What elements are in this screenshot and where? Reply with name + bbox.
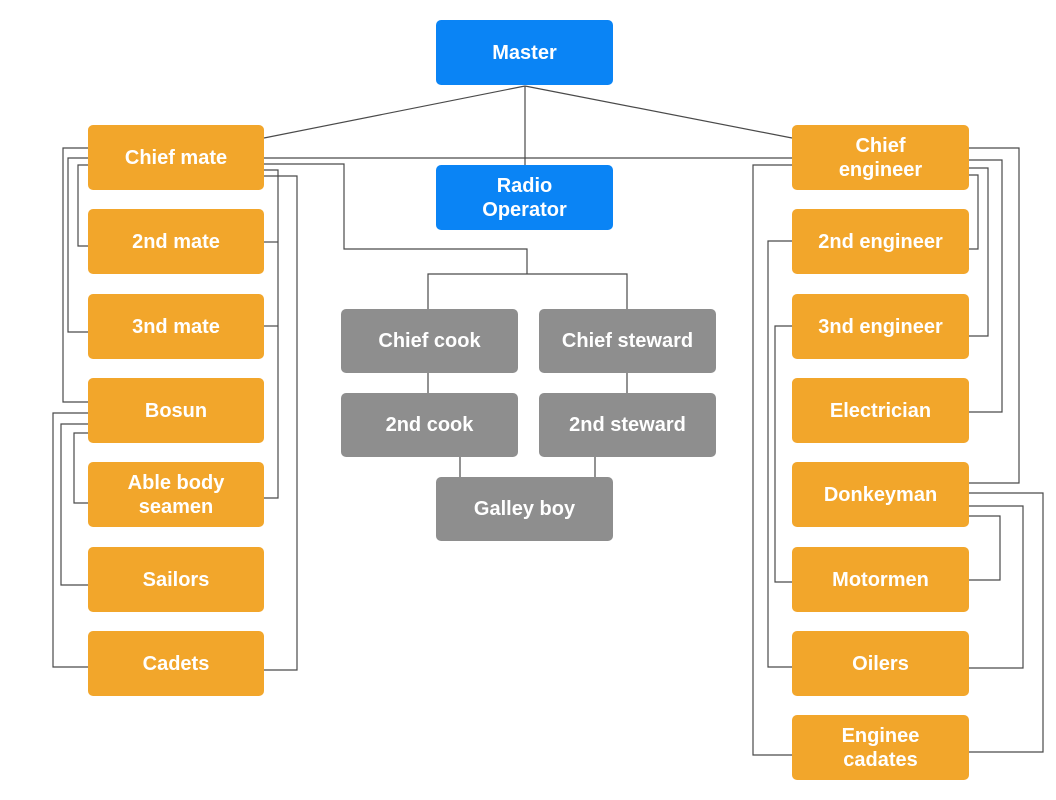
node-master: Master bbox=[436, 20, 613, 85]
node-3nd-engineer: 3nd engineer bbox=[792, 294, 969, 359]
node-bosun: Bosun bbox=[88, 378, 264, 443]
node-cadets-label: Cadets bbox=[142, 652, 210, 675]
connector-right-7 bbox=[774, 325, 792, 583]
node-2nd-steward-label: 2nd steward bbox=[569, 414, 686, 436]
connector-right-9 bbox=[969, 505, 1024, 669]
node-oilers-label: Oilers bbox=[852, 652, 909, 675]
node-chief-engineer-label: Chief engineer bbox=[838, 134, 923, 181]
node-2nd-cook-label: 2nd cook bbox=[385, 414, 474, 436]
node-donkeyman-label: Donkeyman bbox=[823, 483, 938, 506]
connector-master-chief-mate bbox=[263, 85, 526, 139]
node-electrician-label: Electrician bbox=[829, 399, 932, 422]
node-motormen: Motormen bbox=[792, 547, 969, 612]
connector-right-6 bbox=[767, 240, 792, 668]
node-able-body-seamen-label: Able body seamen bbox=[127, 471, 225, 518]
node-galley-boy-label: Galley boy bbox=[473, 498, 576, 520]
node-radio-operator: Radio Operator bbox=[436, 165, 613, 230]
node-chief-engineer: Chief engineer bbox=[792, 125, 969, 190]
node-2nd-engineer: 2nd engineer bbox=[792, 209, 969, 274]
connector-left-3 bbox=[77, 164, 88, 247]
connector-catering-split bbox=[427, 273, 628, 309]
node-master-label: Master bbox=[492, 41, 557, 64]
node-3nd-mate-label: 3nd mate bbox=[132, 315, 220, 338]
node-2nd-cook: 2nd cook bbox=[341, 393, 518, 457]
node-chief-cook-label: Chief cook bbox=[378, 330, 481, 352]
node-able-body-seamen: Able body seamen bbox=[88, 462, 264, 527]
connector-left-1 bbox=[62, 147, 88, 403]
node-oilers: Oilers bbox=[792, 631, 969, 696]
node-chief-mate: Chief mate bbox=[88, 125, 264, 190]
connector-right-4 bbox=[969, 174, 979, 250]
node-radio-operator-label: Radio Operator bbox=[482, 174, 567, 221]
node-2nd-mate-label: 2nd mate bbox=[132, 230, 220, 253]
node-chief-mate-label: Chief mate bbox=[124, 146, 228, 169]
connector-right-10 bbox=[969, 515, 1001, 581]
connector-left-5 bbox=[264, 175, 298, 671]
node-engine-cadets-label: Enginee cadates bbox=[841, 724, 920, 771]
node-2nd-steward: 2nd steward bbox=[539, 393, 716, 457]
node-bosun-label: Bosun bbox=[144, 399, 208, 422]
node-engine-cadets: Enginee cadates bbox=[792, 715, 969, 780]
node-chief-steward-label: Chief steward bbox=[561, 330, 694, 352]
node-galley-boy: Galley boy bbox=[436, 477, 613, 541]
node-sailors-label: Sailors bbox=[142, 568, 210, 591]
node-3nd-engineer-label: 3nd engineer bbox=[818, 315, 943, 338]
connector-left-8 bbox=[52, 412, 88, 668]
connector-right-2 bbox=[969, 159, 1003, 413]
connector-right-1 bbox=[969, 147, 1020, 484]
node-donkeyman: Donkeyman bbox=[792, 462, 969, 527]
connector-master-chief-engineer bbox=[524, 85, 793, 139]
connector-right-8 bbox=[969, 492, 1044, 753]
node-2nd-mate: 2nd mate bbox=[88, 209, 264, 274]
node-2nd-engineer-label: 2nd engineer bbox=[818, 230, 943, 253]
connector-left-2 bbox=[67, 157, 88, 333]
node-sailors: Sailors bbox=[88, 547, 264, 612]
node-3nd-mate: 3nd mate bbox=[88, 294, 264, 359]
connector-left-4 bbox=[264, 169, 279, 499]
node-chief-steward: Chief steward bbox=[539, 309, 716, 373]
node-cadets: Cadets bbox=[88, 631, 264, 696]
node-electrician: Electrician bbox=[792, 378, 969, 443]
node-motormen-label: Motormen bbox=[832, 568, 929, 591]
connector-left-9 bbox=[60, 423, 88, 586]
connector-right-3 bbox=[969, 167, 989, 337]
connector-left-10 bbox=[73, 432, 88, 504]
node-chief-cook: Chief cook bbox=[341, 309, 518, 373]
connector-chief-mate-catering bbox=[264, 163, 528, 274]
connector-right-5 bbox=[752, 164, 792, 756]
